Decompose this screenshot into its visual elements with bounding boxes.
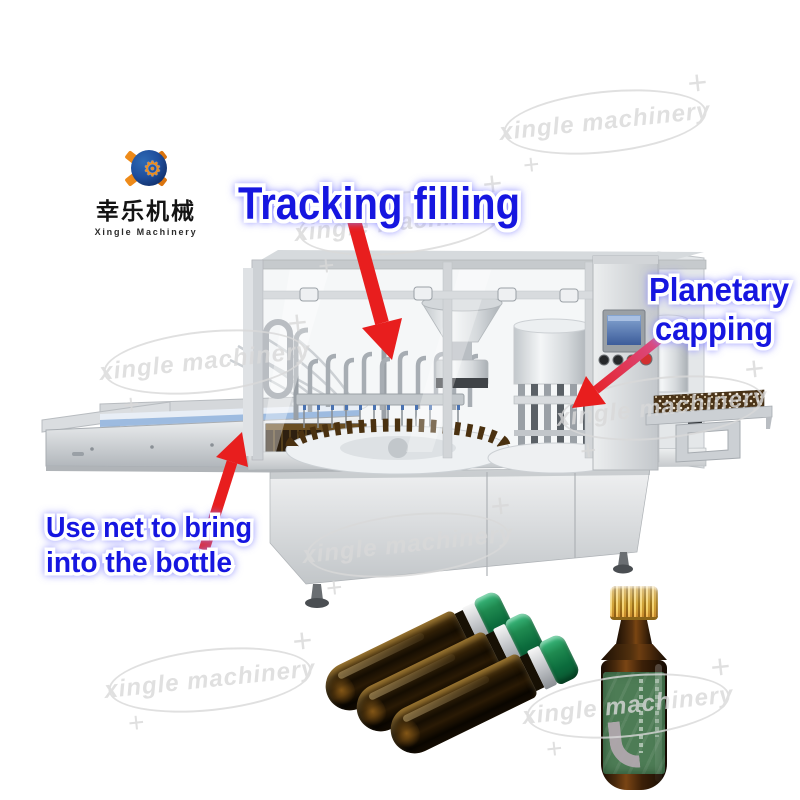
annotation-use-net-line2: into the bottle bbox=[46, 547, 232, 579]
brand-logo-icon: ⚙ bbox=[123, 148, 169, 190]
outfeed-tray bbox=[645, 389, 773, 463]
annotation-planetary-capping-line2: capping bbox=[655, 310, 773, 347]
brand-name-cn: 幸乐机械 bbox=[96, 199, 196, 225]
logo-circle bbox=[131, 150, 167, 186]
filling-turntable bbox=[285, 418, 511, 475]
control-panel bbox=[592, 255, 659, 471]
door-handle bbox=[263, 319, 293, 399]
machine-feet bbox=[305, 552, 633, 608]
arrow-use-net-icon bbox=[198, 432, 248, 552]
annotation-tracking-filling: Tracking filling bbox=[238, 178, 520, 229]
brand-logo: ⚙ 幸乐机械 Xingle Machinery bbox=[82, 148, 210, 237]
annotation-planetary-capping-line1: Planetary bbox=[649, 271, 790, 308]
annotation-use-net-line1: Use net to bring bbox=[46, 512, 252, 544]
gear-icon: ⚙ bbox=[143, 158, 162, 181]
arrow-planetary-capping-icon bbox=[572, 330, 669, 408]
brand-name-en: Xingle Machinery bbox=[94, 227, 198, 237]
arrow-tracking-filling-icon bbox=[345, 211, 402, 360]
panel-hinges bbox=[299, 286, 579, 303]
